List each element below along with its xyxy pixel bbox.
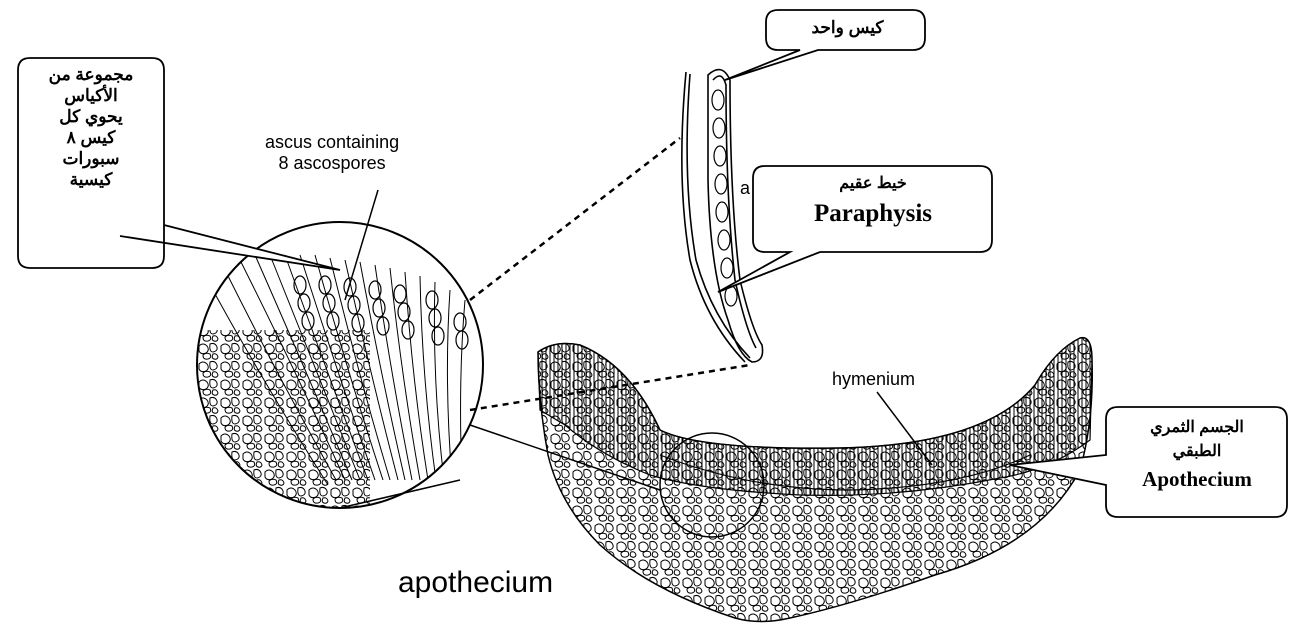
asci-group-text: مجموعة من الأكياس يحوي كل كيس ٨ سبورات ك… bbox=[20, 64, 162, 190]
paraphysis-filament bbox=[682, 72, 750, 362]
apothecium-label: apothecium bbox=[398, 566, 553, 600]
magnified-hymenium bbox=[190, 222, 483, 520]
single-sac-text: كيس واحد bbox=[780, 18, 915, 39]
apothecium-callout-text: الجسم الثمري الطبقي Apothecium bbox=[1108, 418, 1286, 492]
asci-group-line-6: كيسية bbox=[20, 169, 162, 190]
paraphysis-ar: خيط عقيم bbox=[758, 174, 988, 194]
ascus-label: ascus containing 8 ascospores bbox=[265, 132, 399, 174]
hymenium-label: hymenium bbox=[832, 369, 915, 390]
asci-group-line-4: كيس ٨ bbox=[20, 127, 162, 148]
apothecium-cup bbox=[538, 338, 1092, 622]
hidden-a-label: a bbox=[740, 178, 750, 199]
asci-group-line-3: يحوي كل bbox=[20, 106, 162, 127]
apothecium-en: Apothecium bbox=[1108, 467, 1286, 492]
asci-group-line-5: سبورات bbox=[20, 148, 162, 169]
ascus-label-line2: 8 ascospores bbox=[265, 153, 399, 174]
single-ascus-drawing bbox=[682, 70, 763, 362]
apothecium-ar-line2: الطبقي bbox=[1108, 442, 1286, 462]
ascus-label-line1: ascus containing bbox=[265, 132, 399, 153]
apothecium-ar-line1: الجسم الثمري bbox=[1108, 418, 1286, 438]
paraphysis-en: Paraphysis bbox=[758, 200, 988, 228]
asci-group-line-2: الأكياس bbox=[20, 85, 162, 106]
paraphysis-text: خيط عقيم Paraphysis bbox=[758, 174, 988, 228]
asci-group-line-1: مجموعة من bbox=[20, 64, 162, 85]
